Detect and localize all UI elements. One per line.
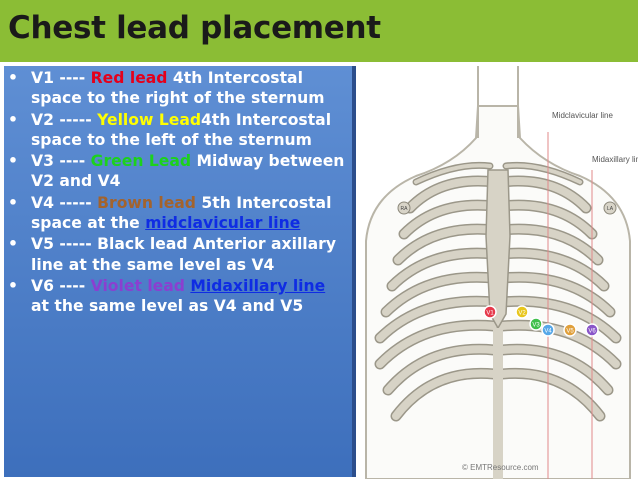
rib-fill [498, 249, 608, 290]
electrode-v6: V6 [585, 323, 599, 337]
svg-text:V1: V1 [486, 311, 494, 317]
electrode-v2: V2 [515, 305, 529, 319]
midaxillary-label: Midaxillary line [592, 155, 638, 164]
bullet-text: V6 ---- [31, 276, 91, 295]
bullet-item: • V3 ---- Green Lead Midway between V2 a… [8, 151, 348, 192]
bullet-dot: • [8, 276, 18, 295]
term-link[interactable]: midclavicular line [145, 214, 301, 233]
bullet-item: • V4 ----- Brown lead 5th Intercostal sp… [8, 193, 348, 234]
la-electrode: LA [603, 201, 617, 215]
rib-fill [406, 177, 498, 212]
bullet-list: • V1 ---- Red lead 4th Intercostal space … [8, 68, 348, 318]
rib-fill [400, 201, 498, 238]
bullet-text: V5 ----- Black lead Anterior axillary li… [31, 235, 337, 274]
bullet-text: 4th Intercostal space to the right of th… [31, 69, 325, 108]
rib-cage [374, 175, 622, 422]
bullet-text: V2 ----- [31, 110, 98, 129]
rib-fill [394, 225, 498, 264]
rib-fill [376, 297, 498, 342]
bullet-item: • V5 ----- Black lead Anterior axillary l… [8, 234, 348, 275]
title-bar [0, 0, 638, 62]
rib-fill [392, 369, 498, 420]
electrode-v1: V1 [483, 305, 497, 319]
term-link[interactable]: Midaxillary line [190, 276, 326, 295]
credit-text: © EMTResource.com [462, 463, 539, 472]
svg-text:V2: V2 [518, 311, 526, 317]
electrode-v5: V5 [563, 323, 577, 337]
rib-fill [498, 297, 620, 342]
bullet-text: 5th Intercostal space at the [31, 193, 332, 233]
bullet-item: • V2 ----- Yellow Lead4th Intercostal spa… [8, 110, 348, 151]
electrode-v3: V3 [529, 317, 543, 331]
svg-text:V4: V4 [544, 329, 552, 335]
bullet-dot: • [8, 193, 18, 212]
sternum [485, 169, 511, 330]
bullet-dot: • [8, 152, 18, 171]
lead-color-label: Green Lead [90, 152, 197, 171]
svg-text:LA: LA [607, 206, 614, 212]
bullet-dot: • [8, 235, 18, 254]
chest-diagram: Midclavicular line Midaxillary line RA L… [358, 66, 638, 479]
rib-fill [498, 345, 612, 394]
bullet-text: V1 ---- [31, 69, 91, 87]
rib-fill [388, 249, 498, 290]
slide-title: Chest lead placement [8, 10, 381, 46]
svg-text:RA: RA [401, 206, 409, 212]
rib-fill [376, 321, 498, 368]
text-panel [4, 66, 356, 477]
rib-fill [382, 273, 498, 316]
bullet-text: V4 ----- [31, 193, 98, 212]
bullet-item: • V6 ---- Violet lead Midaxillary line at… [8, 276, 348, 317]
midclavicular-label: Midclavicular line [552, 111, 613, 120]
svg-text:V5: V5 [566, 329, 574, 335]
bullet-dot: • [8, 69, 18, 87]
bullet-dot: • [8, 110, 18, 129]
bullet-text: at the same level as V4 and V5 [31, 297, 304, 316]
bullet-item: • V1 ---- Red lead 4th Intercostal space … [8, 68, 348, 109]
lead-color-label: Violet lead [90, 276, 191, 295]
lead-color-label: Brown lead [97, 193, 202, 212]
rib-fill [384, 345, 498, 394]
svg-text:V3: V3 [532, 323, 540, 329]
rib-fill [498, 273, 614, 316]
electrode-v4: V4 [541, 323, 555, 337]
bullet-text: V3 ---- [31, 152, 91, 171]
bullet-text: 4th Intercostal space to the left of the… [31, 110, 332, 149]
rib-fill [498, 225, 602, 264]
svg-text:V6: V6 [588, 329, 596, 335]
lead-color-label: Yellow Lead [97, 110, 202, 129]
ra-electrode: RA [397, 201, 411, 215]
bullet-text: Midway between V2 and V4 [31, 152, 345, 191]
rib-fill [498, 177, 590, 212]
rib-fill [498, 201, 596, 238]
lead-color-label: Red lead [90, 69, 173, 87]
